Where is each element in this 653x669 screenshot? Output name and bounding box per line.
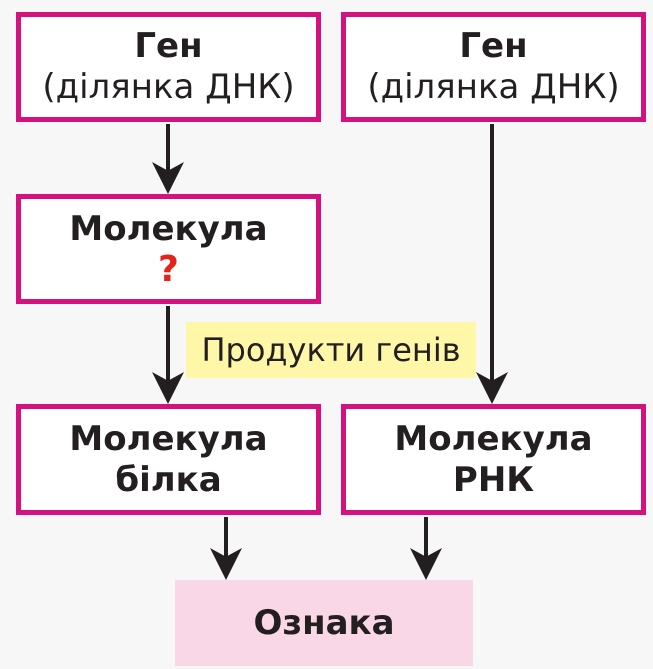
unknown-molecule-title: Молекула <box>69 208 268 249</box>
gene-box-left: Ген (ділянка ДНК) <box>16 12 321 122</box>
question-mark: ? <box>158 248 179 290</box>
rna-line1: Молекула <box>394 418 593 459</box>
gene-right-subtitle: (ділянка ДНК) <box>367 67 620 107</box>
rna-molecule-box: Молекула РНК <box>341 404 646 515</box>
trait-box: Ознака <box>175 580 473 666</box>
protein-molecule-box: Молекула білка <box>16 404 321 515</box>
protein-line2: білка <box>115 459 222 500</box>
gene-left-subtitle: (ділянка ДНК) <box>42 67 295 107</box>
trait-label: Ознака <box>253 602 395 643</box>
unknown-molecule-box: Молекула ? <box>16 194 321 304</box>
protein-line1: Молекула <box>69 418 268 459</box>
gene-box-right: Ген (ділянка ДНК) <box>341 12 646 122</box>
rna-line2: РНК <box>452 459 535 500</box>
gene-right-title: Ген <box>459 26 528 67</box>
gene-left-title: Ген <box>134 26 203 67</box>
gene-products-label: Продукти генів <box>186 322 476 378</box>
